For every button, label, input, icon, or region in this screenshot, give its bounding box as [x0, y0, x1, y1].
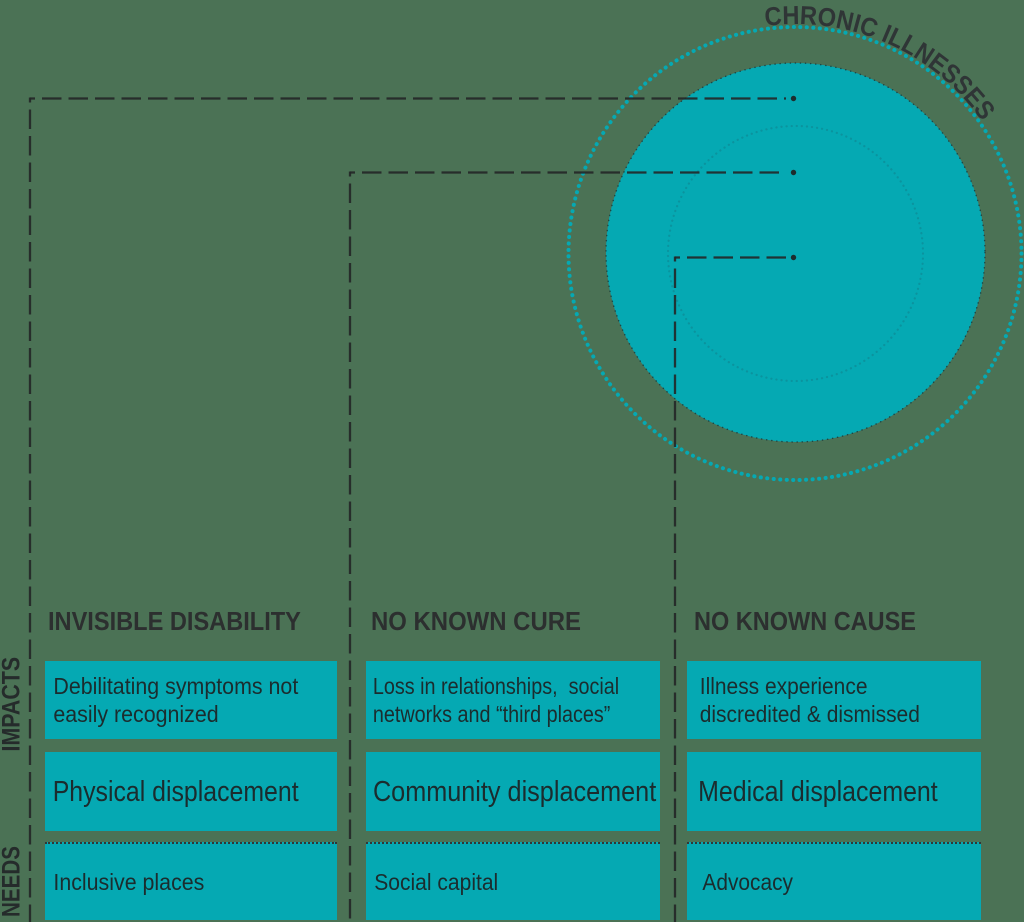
svg-text:IMPACTS: IMPACTS [0, 657, 25, 752]
svg-text:NEEDS: NEEDS [0, 846, 25, 917]
